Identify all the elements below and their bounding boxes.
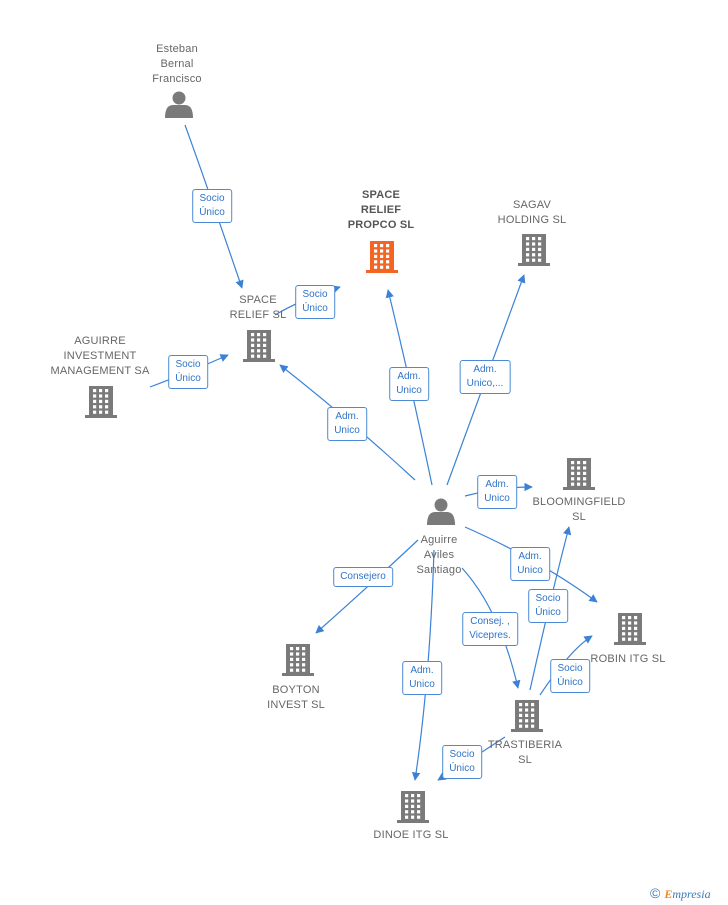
edge-label-aguirre-blooming: Adm.Unico: [477, 475, 517, 509]
edge-trastiberia-robin: [539, 635, 593, 696]
node-label-dinoe[interactable]: DINOE ITG SL: [373, 829, 449, 841]
edge-label-aguirre-trastiberia: Consej. ,Vicepres.: [462, 612, 518, 646]
copyright-icon: ©: [650, 885, 661, 901]
brand-logo: ©Empresia: [650, 885, 711, 901]
person-icon[interactable]: [165, 91, 193, 119]
building-icon[interactable]: [85, 386, 117, 418]
building-icon[interactable]: [243, 330, 275, 362]
building-icon[interactable]: [563, 458, 595, 490]
building-icon[interactable]: [614, 613, 646, 645]
building-icon[interactable]: [511, 700, 543, 732]
edge-label-aguirre-dinoe: Adm.Unico: [402, 661, 442, 695]
edge-label-aguirre-space_propco: Adm.Unico: [389, 367, 429, 401]
edge-label-aguirre-space_relief: Adm.Unico: [327, 407, 367, 441]
edge-label-aguirre-robin: Adm.Unico: [510, 547, 550, 581]
building-icon[interactable]: [518, 234, 550, 266]
edge-label-aguirre-boyton: Consejero: [333, 567, 393, 587]
building-icon[interactable]: [366, 241, 398, 273]
building-icon[interactable]: [397, 791, 429, 823]
edge-label-aguirre-sagav: Adm.Unico,...: [459, 360, 511, 394]
building-icon[interactable]: [282, 644, 314, 676]
person-icon[interactable]: [427, 498, 455, 526]
node-label-robin[interactable]: ROBIN ITG SL: [590, 653, 666, 665]
